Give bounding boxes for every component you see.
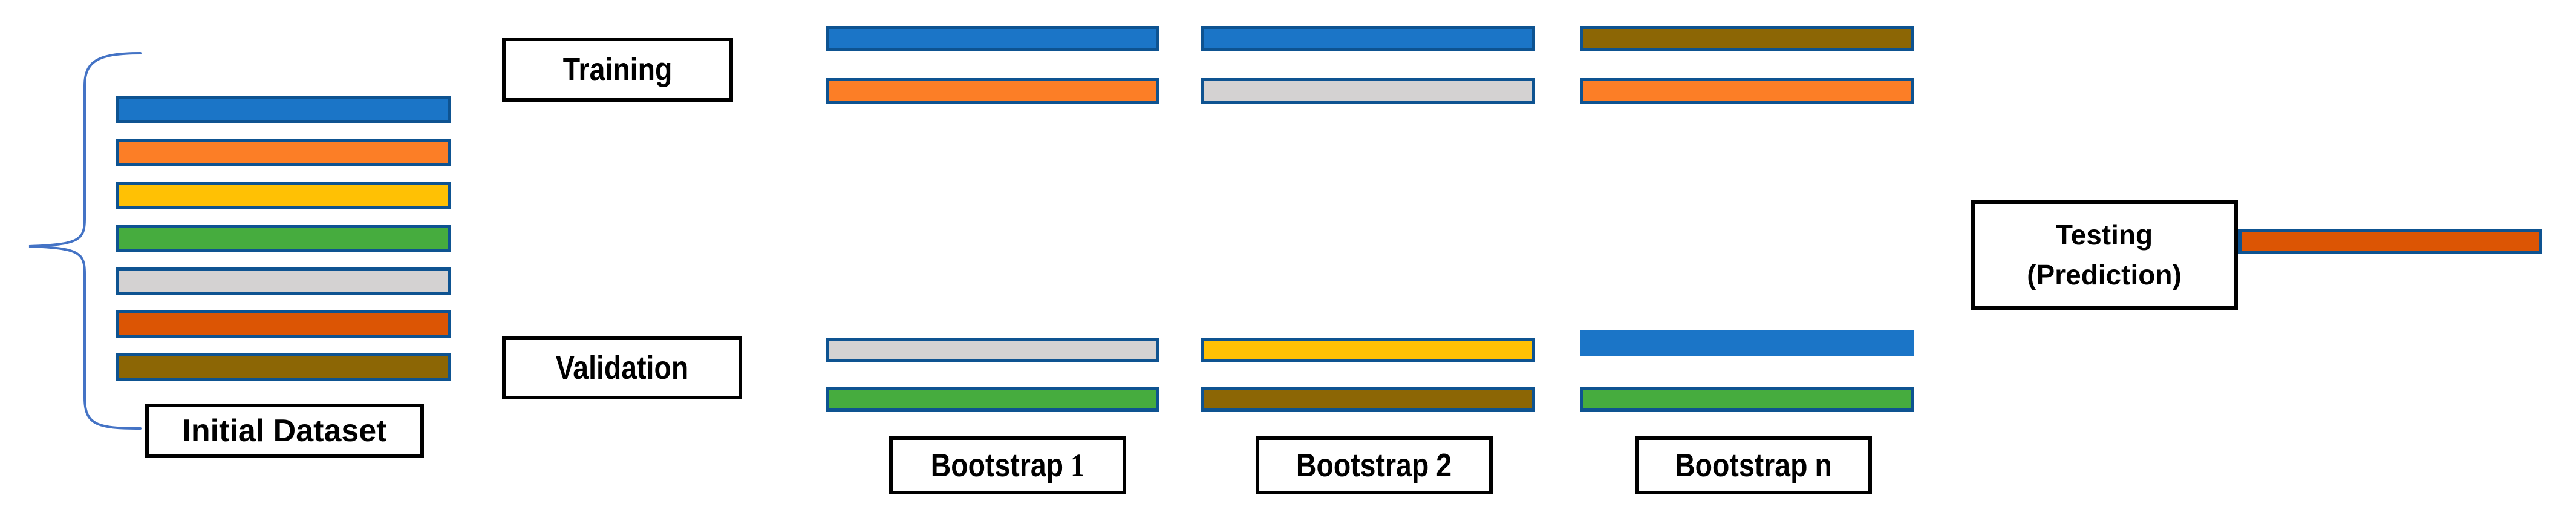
bootstrapn-training-bar: [1580, 26, 1914, 51]
initial-dataset-bar: [116, 96, 451, 123]
testing-label-line1: Testing: [2055, 219, 2153, 251]
bootstrap1-validation-bar: [826, 338, 1159, 362]
testing-label-line2: (Prediction): [2027, 259, 2182, 290]
initial-dataset-bar: [116, 182, 451, 209]
initial-dataset-bar: [116, 353, 451, 381]
initial-dataset-bar: [116, 139, 451, 166]
initial-dataset-bar: [116, 310, 451, 338]
bootstrap1-training-bar: [826, 78, 1159, 104]
bootstrap2-validation-bar: [1201, 338, 1535, 362]
initial-dataset-label-text: Initial Dataset: [182, 413, 387, 448]
bootstrap1-training-bar: [826, 26, 1159, 51]
initial-dataset-bar: [116, 225, 451, 252]
testing-bar: [2238, 229, 2542, 254]
bootstrapn-training-bar: [1580, 78, 1914, 104]
bootstrap2-validation-bar: [1201, 387, 1535, 412]
testing-prediction-label: Testing (Prediction): [1971, 200, 2238, 310]
initial-dataset-bar: [116, 267, 451, 295]
curly-brace-icon: [28, 52, 142, 430]
validation-label-text: Validation: [555, 349, 689, 386]
initial-dataset-label: Initial Dataset: [145, 404, 424, 458]
validation-label: Validation: [502, 336, 742, 399]
bootstrapn-validation-bar: [1580, 330, 1914, 356]
training-label-text: Training: [562, 51, 673, 88]
bootstrap2-training-bar: [1201, 26, 1535, 51]
training-label: Training: [502, 38, 733, 102]
bootstrapn-validation-bar: [1580, 387, 1914, 412]
bootstrap2-training-bar: [1201, 78, 1535, 104]
bootstrap1-validation-bar: [826, 387, 1159, 412]
